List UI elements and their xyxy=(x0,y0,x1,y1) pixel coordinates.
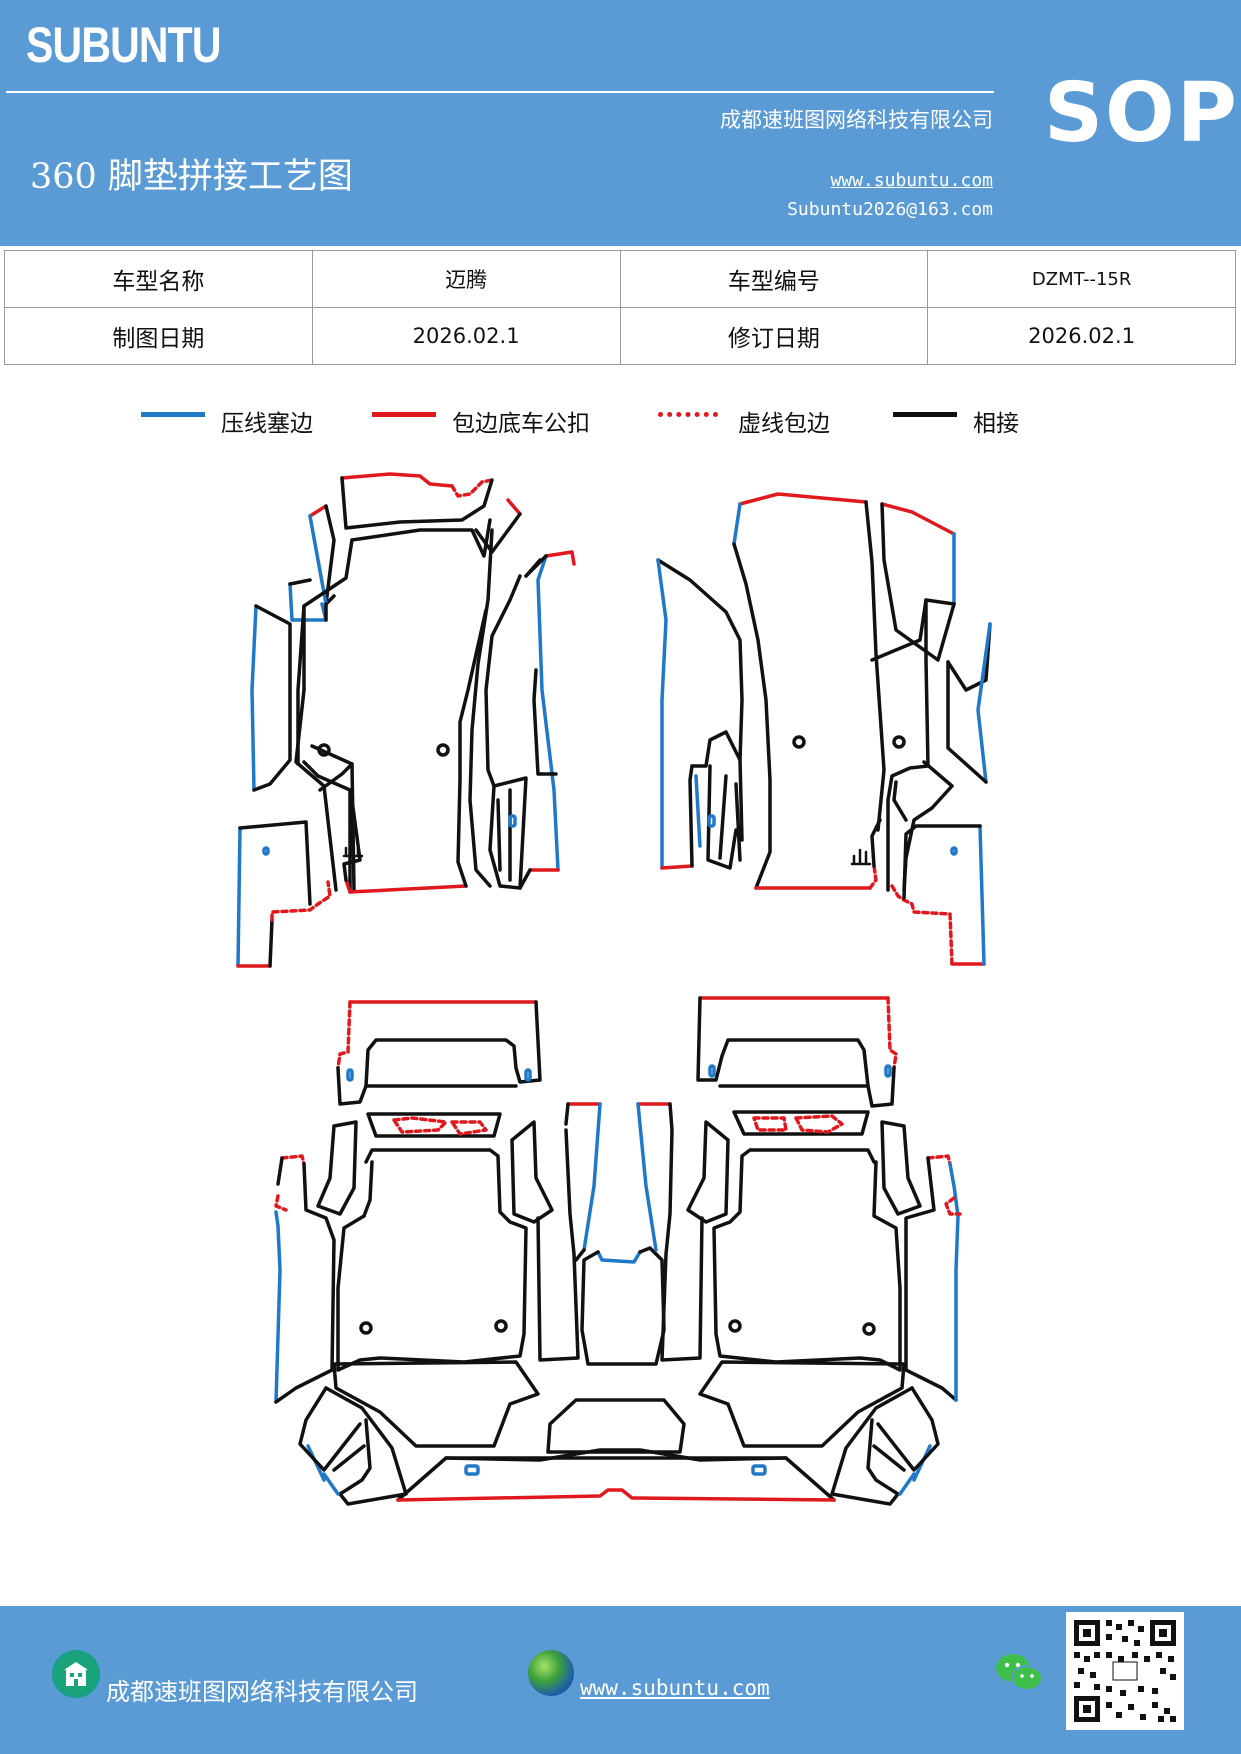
legend-swatch-red-dotted xyxy=(658,412,718,417)
wechat-icon[interactable] xyxy=(994,1650,1044,1696)
sop-label: SOP xyxy=(1044,66,1239,161)
globe-icon xyxy=(528,1650,574,1696)
footer-website-link[interactable]: www.subuntu.com xyxy=(580,1676,770,1700)
page-title: 360 脚垫拼接工艺图 xyxy=(30,157,353,197)
label-model-code: 车型编号 xyxy=(619,250,929,308)
label-model-name: 车型名称 xyxy=(4,250,313,308)
footer-company: 成都速班图网络科技有限公司 xyxy=(106,1678,418,1706)
legend-swatch-blue xyxy=(141,412,205,417)
legend-label: 压线塞边 xyxy=(221,411,313,437)
header-email[interactable]: Subuntu2026@163.com xyxy=(787,199,993,220)
table-row: 车型名称 迈腾 车型编号 DZMT--15R xyxy=(4,250,1236,308)
label-draw-date: 制图日期 xyxy=(4,307,313,365)
legend-swatch-black xyxy=(893,412,957,417)
label-revise-date: 修订日期 xyxy=(619,307,929,365)
header-divider xyxy=(6,91,994,93)
legend-label: 包边底车公扣 xyxy=(452,411,590,437)
qr-code xyxy=(1066,1612,1184,1730)
header-company: 成都速班图网络科技有限公司 xyxy=(720,108,993,132)
header-website-link[interactable]: www.subuntu.com xyxy=(830,170,993,191)
rear-mats xyxy=(274,996,962,1506)
front-right-mat xyxy=(656,492,992,966)
footer-banner: 成都速班图网络科技有限公司 www.subuntu.com xyxy=(0,1606,1241,1754)
legend-swatch-red xyxy=(372,412,436,417)
legend-label: 相接 xyxy=(973,411,1019,437)
legend: 压线塞边 包边底车公扣 虚线包边 相接 xyxy=(0,398,1241,438)
table-row: 制图日期 2026.02.1 修订日期 2026.02.1 xyxy=(4,307,1236,365)
legend-label: 虚线包边 xyxy=(738,411,830,437)
brand-logo: SUBUNTU xyxy=(26,17,222,73)
value-model-name: 迈腾 xyxy=(311,250,621,308)
value-draw-date: 2026.02.1 xyxy=(311,307,621,365)
value-revise-date: 2026.02.1 xyxy=(927,307,1236,365)
header-banner: SUBUNTU SOP 360 脚垫拼接工艺图 成都速班图网络科技有限公司 ww… xyxy=(0,0,1241,246)
front-left-mat xyxy=(236,472,576,968)
value-model-code: DZMT--15R xyxy=(927,250,1236,308)
info-table: 车型名称 迈腾 车型编号 DZMT--15R 制图日期 2026.02.1 修订… xyxy=(4,250,1236,365)
building-icon xyxy=(52,1650,100,1698)
floor-mat-diagram xyxy=(236,472,992,1506)
